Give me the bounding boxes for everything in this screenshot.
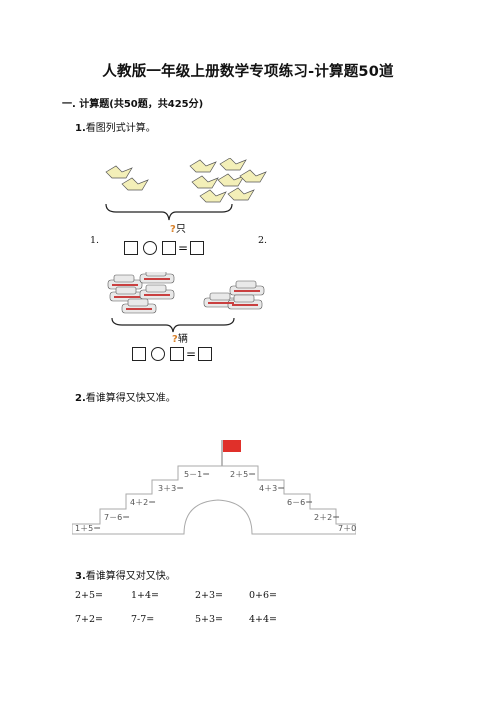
- stair-cell[interactable]: 3＋3＝: [158, 484, 184, 493]
- question-text: 看谁算得又对又快。: [85, 571, 176, 582]
- question-3: 3.看谁算得又对又快。: [75, 567, 176, 582]
- question-label-1: ?只: [170, 224, 186, 235]
- question-number: 2.: [75, 393, 86, 404]
- birds-illustration: [105, 158, 267, 203]
- stair-cell[interactable]: 2＋2＝: [314, 513, 340, 522]
- calc-item[interactable]: 1+4=: [131, 590, 160, 601]
- equals-sign: =: [178, 241, 189, 255]
- page-title: 人教版一年级上册数学专项练习-计算题50道: [102, 64, 394, 80]
- calc-item[interactable]: 7+2=: [75, 614, 104, 625]
- answer-box[interactable]: [198, 347, 212, 361]
- question-text: 看图列式计算。: [85, 123, 156, 134]
- bird-icon: [105, 158, 267, 203]
- question-label-2: ?辆: [172, 334, 188, 345]
- stair-cell[interactable]: 6－6＝: [287, 498, 313, 507]
- calc-item[interactable]: 7-7=: [131, 614, 155, 625]
- answer-box[interactable]: [190, 241, 204, 255]
- question-1: 1.看图列式计算。: [75, 119, 156, 134]
- car-icon: [107, 272, 265, 314]
- calc-item[interactable]: 2+3=: [195, 590, 224, 601]
- brace-bracket: [105, 203, 233, 221]
- question-number: 3.: [75, 571, 86, 582]
- operator-circle[interactable]: [143, 241, 157, 255]
- calc-item[interactable]: 0+6=: [249, 590, 278, 601]
- calc-item[interactable]: 2+5=: [75, 590, 104, 601]
- stair-cell[interactable]: 5－1＝: [184, 470, 210, 479]
- flag-icon: [223, 440, 241, 452]
- question-2: 2.看谁算得又快又准。: [75, 389, 176, 404]
- brace-bracket: [111, 317, 235, 333]
- answer-box[interactable]: [162, 241, 176, 255]
- calc-item[interactable]: 5+3=: [195, 614, 224, 625]
- stair-cell[interactable]: 4＋2＝: [130, 498, 156, 507]
- stair-cell[interactable]: 1＋5＝: [75, 524, 101, 533]
- answer-box[interactable]: [124, 241, 138, 255]
- operator-circle[interactable]: [151, 347, 165, 361]
- calc-item[interactable]: 4+4=: [249, 614, 278, 625]
- question-text: 看谁算得又快又准。: [85, 393, 176, 404]
- equals-sign: =: [186, 347, 197, 361]
- section-header: 一. 计算题(共50题，共425分): [62, 99, 204, 110]
- stair-cell[interactable]: 7＋0＝: [338, 524, 356, 533]
- stair-cell[interactable]: 2＋5＝: [230, 470, 256, 479]
- question-number: 1.: [75, 123, 86, 134]
- answer-box[interactable]: [170, 347, 184, 361]
- staircase-bridge: 5－1＝ 2＋5＝ 3＋3＝ 4＋3＝ 4＋2＝ 6－6＝ 7－6＝ 2＋2＝ …: [72, 440, 356, 535]
- answer-box[interactable]: [132, 347, 146, 361]
- stair-cell[interactable]: 4＋3＝: [259, 484, 285, 493]
- cars-illustration: [107, 272, 265, 314]
- stair-cell[interactable]: 7－6＝: [104, 513, 130, 522]
- sub-question-1: 1.: [90, 235, 100, 246]
- sub-question-2: 2.: [258, 235, 268, 246]
